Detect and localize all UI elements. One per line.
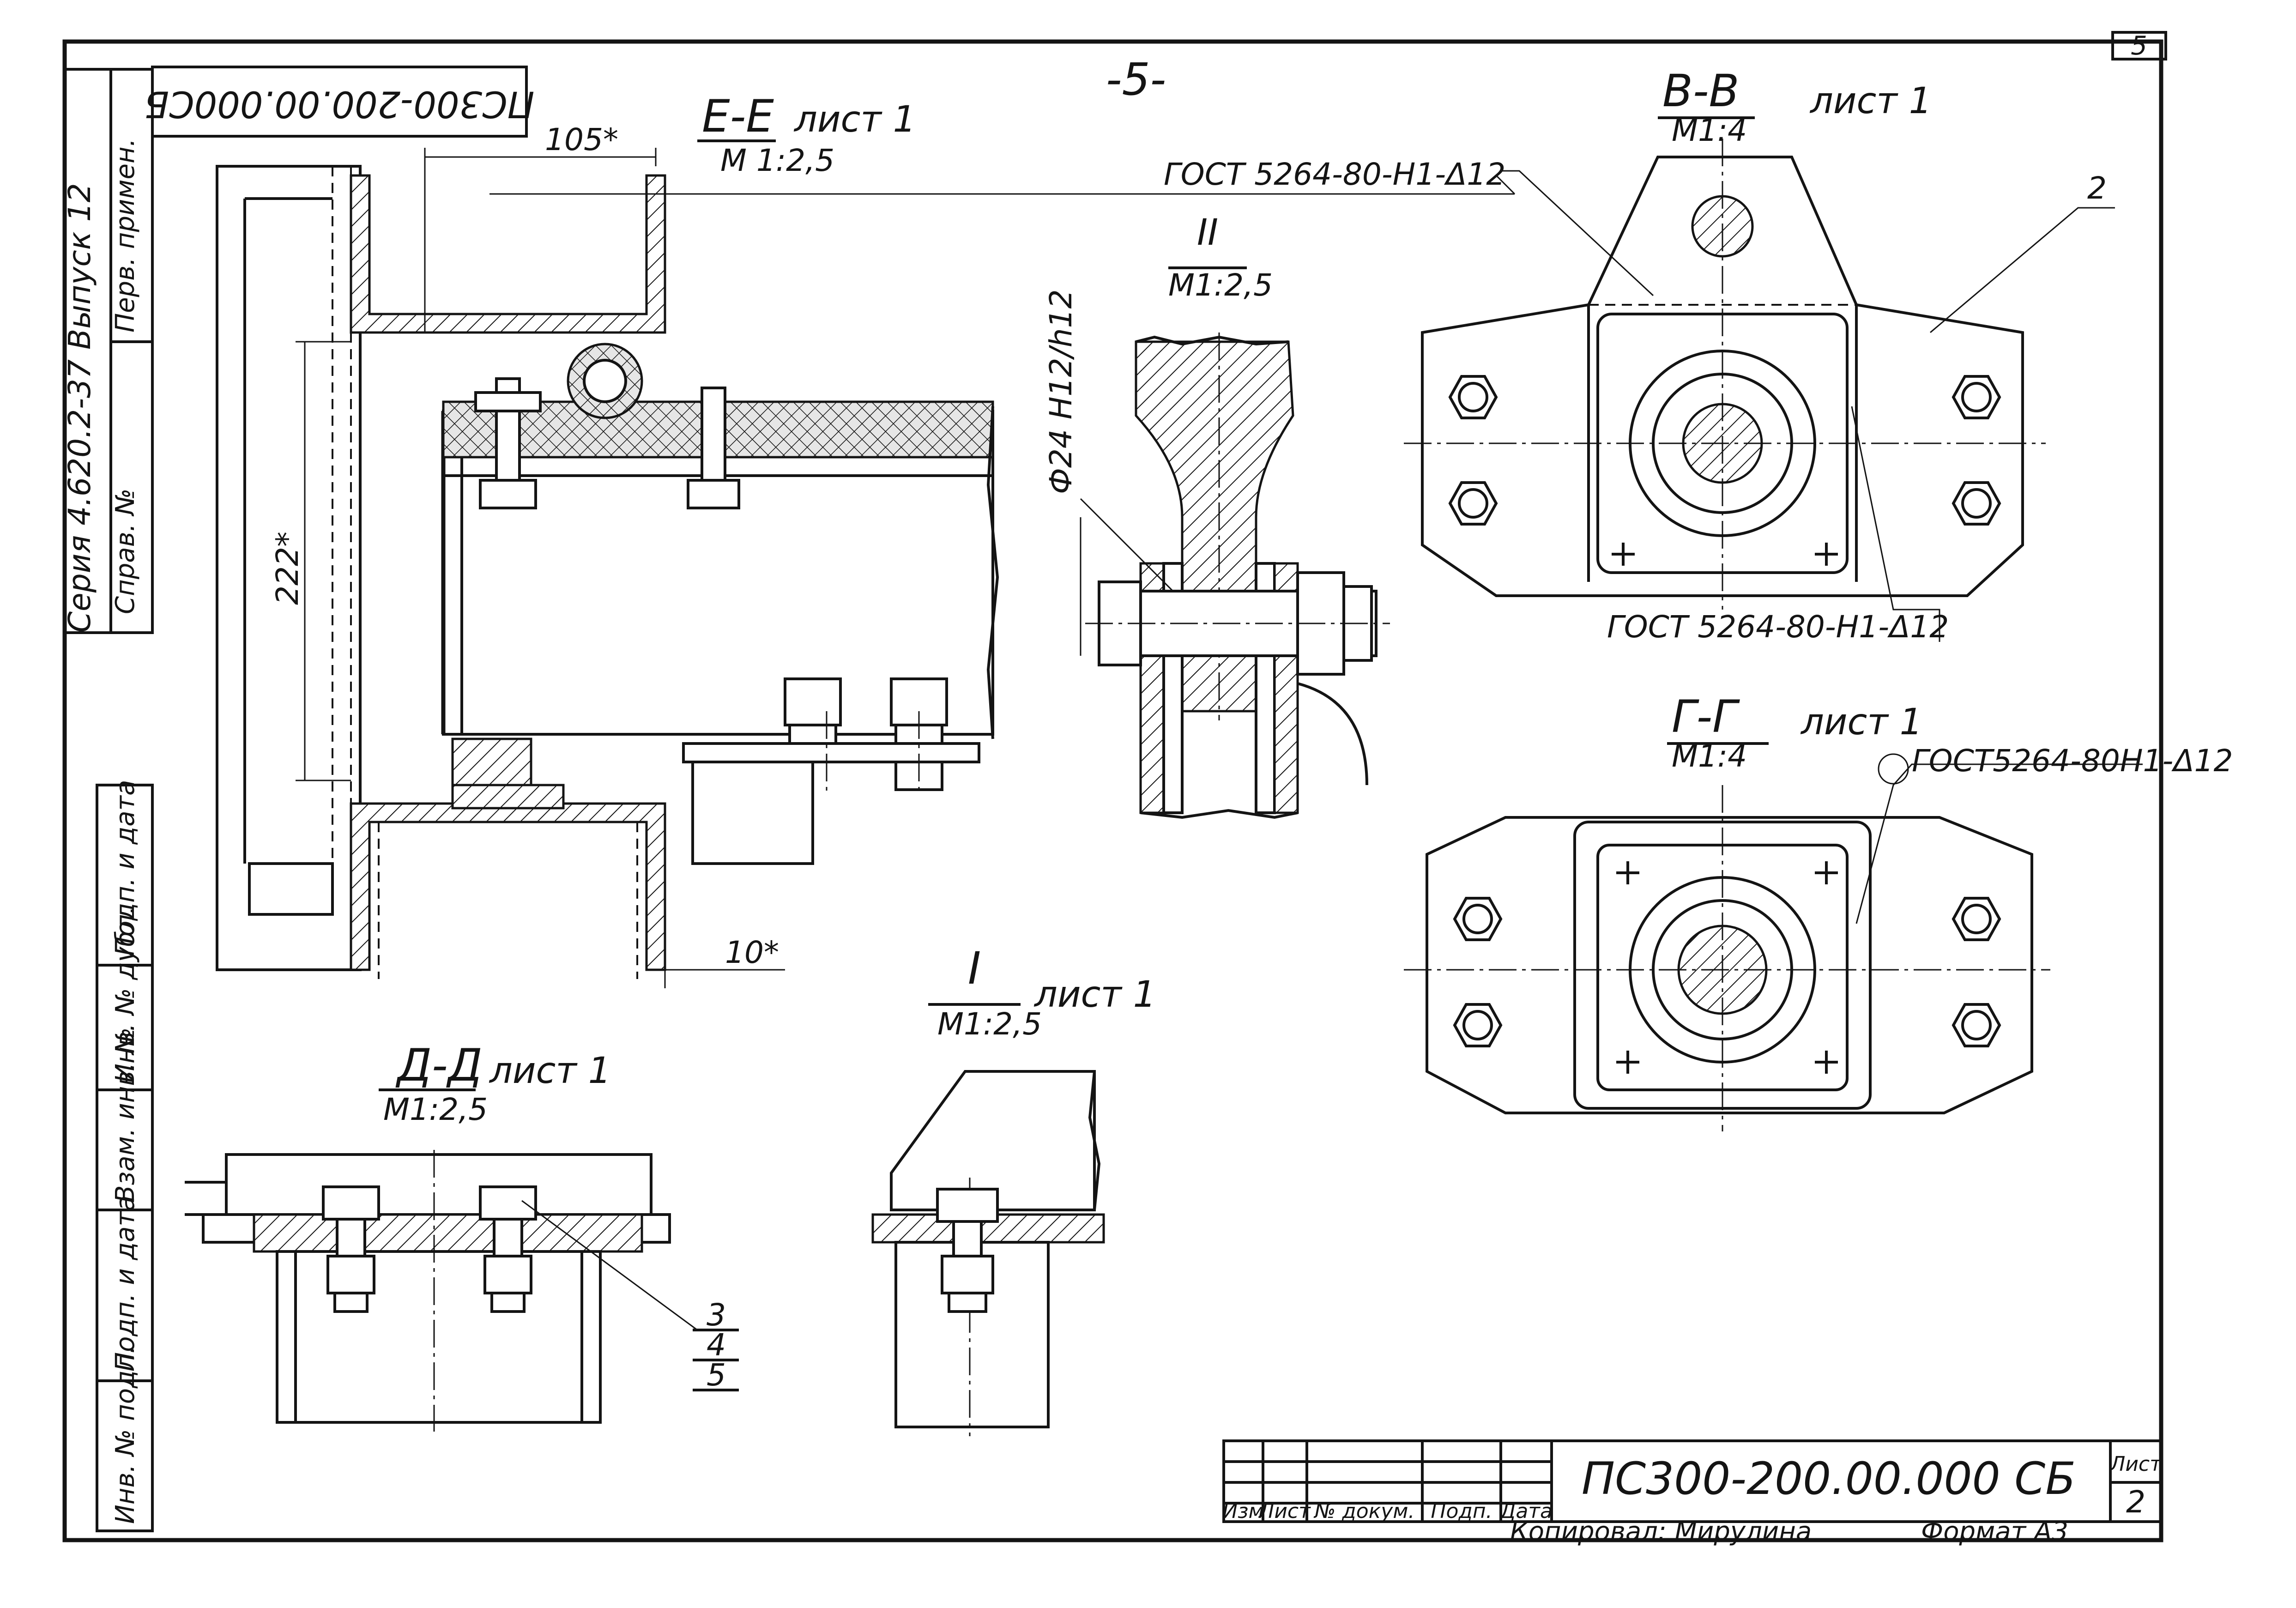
tb-sheet-no: 2 bbox=[2126, 1484, 2145, 1520]
view-bb-plate bbox=[1404, 139, 2115, 642]
tb-header-date: Дата bbox=[1499, 1499, 1553, 1523]
view-i-sheet-ref: лист 1 bbox=[1033, 974, 1156, 1016]
corner-sheet-number: 5 bbox=[2131, 31, 2147, 61]
view-ee-dim-bottom: 10* bbox=[725, 935, 779, 970]
view-ii-fit: Ф24 H12/h12 bbox=[1043, 290, 1079, 494]
view-bb-sheet-ref: лист 1 bbox=[1809, 80, 1932, 122]
view-dd-title: Д-Д bbox=[395, 1040, 483, 1091]
stamp-field-2: Инв. № дубл. bbox=[110, 906, 140, 1083]
view-dd-section bbox=[185, 1150, 739, 1432]
title-block bbox=[1222, 1439, 2163, 1523]
stamp-field-1: Подп. и дата bbox=[110, 780, 140, 956]
view-ee-sheet-ref: лист 1 bbox=[793, 99, 916, 140]
view-dd-sheet-ref: лист 1 bbox=[489, 1050, 611, 1092]
view-gg-plate bbox=[1404, 753, 2143, 1131]
rotated-code-box: ПС300-200.00.000СБ bbox=[145, 66, 535, 138]
stamp-field-3: Взам. инв. № bbox=[110, 1028, 140, 1203]
view-gg-sheet-ref: лист 1 bbox=[1800, 701, 1922, 743]
view-ii-title: II bbox=[1197, 212, 1218, 254]
view-ee-scale: М 1:2,5 bbox=[720, 143, 834, 178]
view-bb-scale: М1:4 bbox=[1672, 113, 1747, 148]
series-text: Серия 4.620.2-37 Выпуск 12 bbox=[62, 183, 97, 633]
view-i-section bbox=[871, 1070, 1105, 1436]
view-bb-title: В-В bbox=[1662, 65, 1739, 117]
page-number: -5- bbox=[1106, 54, 1166, 105]
stamp-field-5: Инв. № подл. bbox=[110, 1346, 140, 1524]
view-dd-callout-3: 3 bbox=[707, 1297, 726, 1333]
primary-use-label: Перв. примен. bbox=[110, 139, 140, 332]
view-dd-callout-5: 5 bbox=[707, 1357, 726, 1393]
tb-format: Формат А3 bbox=[1921, 1517, 2068, 1547]
view-ee-dim-side: 222* bbox=[270, 532, 305, 605]
tb-header-list: Лист bbox=[1258, 1499, 1311, 1523]
sheet-frame bbox=[62, 31, 2167, 1542]
side-stamp bbox=[63, 68, 154, 1532]
view-ii-scale: М1:2,5 bbox=[1168, 267, 1273, 303]
view-i-title: I bbox=[968, 943, 981, 994]
view-dd-callout-4: 4 bbox=[707, 1327, 726, 1363]
tb-header-doc: № докум. bbox=[1313, 1499, 1415, 1523]
view-ii-detail bbox=[1080, 332, 1390, 819]
view-ee-dim-top: 105* bbox=[545, 122, 618, 157]
view-gg-weld-note: ГОСТ5264-80Н1-Δ12 bbox=[1912, 743, 2233, 779]
view-bb-callout: 2 bbox=[2087, 170, 2107, 206]
tb-copied-by: Копировал: Мирулина bbox=[1510, 1517, 1812, 1547]
svg-text:ПС300-200.00.000СБ: ПС300-200.00.000СБ bbox=[145, 83, 535, 125]
tb-designation: ПС300-200.00.000 СБ bbox=[1582, 1453, 2076, 1505]
tb-sheet-label: Лист bbox=[2109, 1452, 2162, 1476]
view-gg-title: Г-Г bbox=[1672, 691, 1740, 743]
view-ee-section bbox=[216, 148, 999, 988]
view-ii-weld-note: ГОСТ 5264-80-Н1-Δ12 bbox=[1164, 157, 1505, 192]
ref-no-label: Справ. № bbox=[110, 489, 140, 614]
stamp-field-4: Подп. и дата bbox=[110, 1196, 140, 1372]
view-i-scale: М1:2,5 bbox=[937, 1006, 1042, 1042]
view-bb-weld-note: ГОСТ 5264-80-Н1-Δ12 bbox=[1607, 609, 1949, 645]
view-ee-title: Е-Е bbox=[702, 91, 774, 142]
view-dd-scale: М1:2,5 bbox=[383, 1092, 488, 1127]
tb-header-izm: Изм bbox=[1222, 1499, 1264, 1523]
tb-header-sign: Подп. bbox=[1431, 1499, 1492, 1523]
view-gg-scale: М1:4 bbox=[1672, 738, 1747, 774]
